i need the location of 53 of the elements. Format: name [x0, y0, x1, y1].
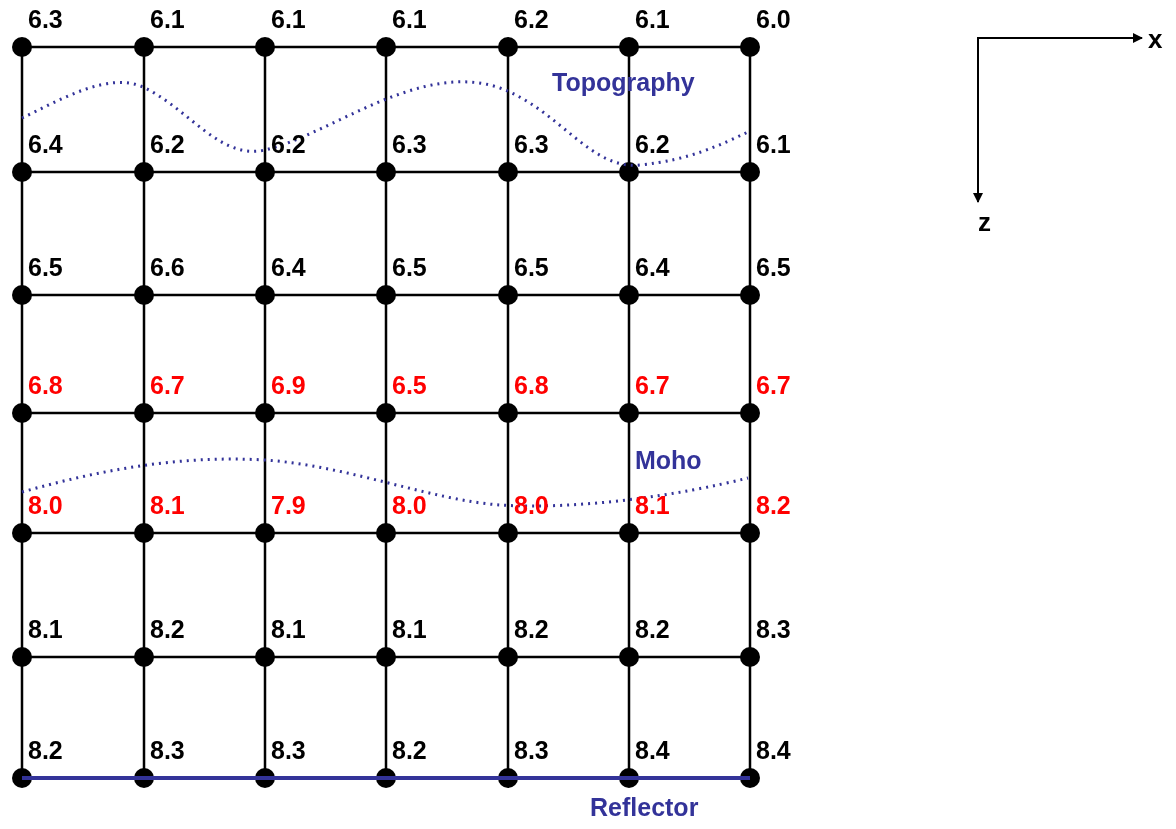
- velocity-value: 6.6: [150, 253, 185, 281]
- velocity-value: 6.5: [392, 253, 427, 281]
- velocity-value: 6.2: [271, 130, 306, 158]
- velocity-value: 6.1: [150, 5, 185, 33]
- interface-label: Reflector: [590, 793, 699, 821]
- velocity-value: 6.2: [514, 5, 549, 33]
- velocity-value: 8.2: [635, 615, 670, 643]
- velocity-value: 6.0: [756, 5, 791, 33]
- velocity-value: 8.2: [150, 615, 185, 643]
- velocity-value: 6.8: [28, 371, 63, 399]
- velocity-value: 6.9: [271, 371, 306, 399]
- velocity-value: 8.2: [756, 491, 791, 519]
- velocity-value: 6.3: [28, 5, 63, 33]
- velocity-value: 8.0: [28, 491, 63, 519]
- velocity-value: 6.4: [635, 253, 670, 281]
- velocity-value: 6.1: [635, 5, 670, 33]
- velocity-value: 8.0: [392, 491, 427, 519]
- velocity-value: 8.1: [271, 615, 306, 643]
- velocity-value: 6.8: [514, 371, 549, 399]
- axis-label: z: [978, 208, 991, 236]
- velocity-value: 8.3: [514, 736, 549, 764]
- velocity-value: 8.1: [28, 615, 63, 643]
- velocity-value: 6.5: [514, 253, 549, 281]
- velocity-value: 8.2: [392, 736, 427, 764]
- velocity-value: 6.5: [392, 371, 427, 399]
- velocity-value: 6.1: [271, 5, 306, 33]
- velocity-value: 6.3: [392, 130, 427, 158]
- velocity-value: 8.0: [514, 491, 549, 519]
- velocity-value: 8.3: [150, 736, 185, 764]
- velocity-value: 8.1: [392, 615, 427, 643]
- velocity-value: 8.3: [271, 736, 306, 764]
- velocity-value: 8.3: [756, 615, 791, 643]
- velocity-value: 6.2: [635, 130, 670, 158]
- velocity-value: 6.2: [150, 130, 185, 158]
- velocity-value: 6.7: [150, 371, 185, 399]
- velocity-value: 6.7: [635, 371, 670, 399]
- velocity-value: 6.1: [756, 130, 791, 158]
- velocity-value: 6.4: [271, 253, 306, 281]
- interface-label: Moho: [635, 446, 702, 474]
- velocity-value: 6.3: [514, 130, 549, 158]
- velocity-value: 6.5: [756, 253, 791, 281]
- velocity-value: 8.1: [635, 491, 670, 519]
- velocity-value: 6.7: [756, 371, 791, 399]
- velocity-value: 7.9: [271, 491, 306, 519]
- velocity-value: 8.1: [150, 491, 185, 519]
- velocity-value: 8.2: [28, 736, 63, 764]
- velocity-value: 6.5: [28, 253, 63, 281]
- axis-label: x: [1148, 25, 1163, 53]
- velocity-value: 8.4: [635, 736, 670, 764]
- velocity-value: 6.1: [392, 5, 427, 33]
- velocity-value: 6.4: [28, 130, 63, 158]
- velocity-value: 8.2: [514, 615, 549, 643]
- velocity-value: 8.4: [756, 736, 791, 764]
